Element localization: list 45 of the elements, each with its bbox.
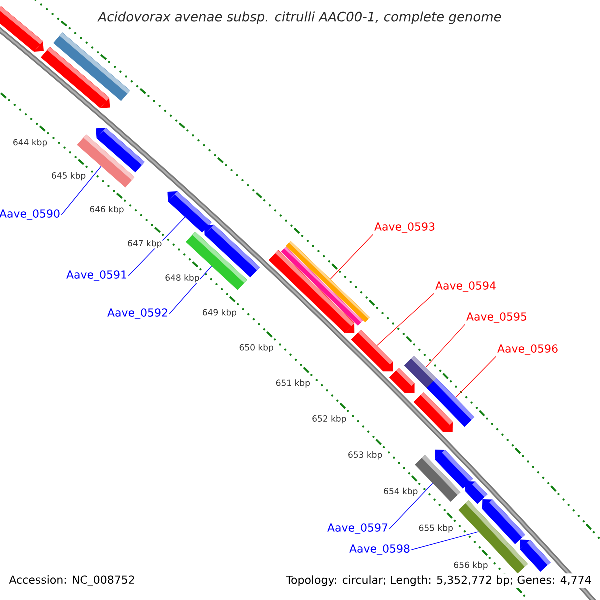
gene-block [286,241,370,323]
tick-label: 646 kbp [89,206,125,215]
title: Acidovorax avenae subsp. citrulli AAC00-1, complete genome [98,12,502,24]
gene-label: Aave_0593 [374,222,435,234]
tick-label: 655 kbp [418,524,454,534]
gene-label: Aave_0596 [498,344,558,356]
leader-line [389,483,434,530]
tick-label: 650 kbp [238,344,274,353]
footer-text: Accession: NC_008752 [9,576,134,586]
tick-label: 644 kbp [12,138,48,148]
footer-text: Topology: circular; Length: 5,352,772 bp; Genes: 4,774 [284,574,594,588]
tick-label: 649 kbp [202,308,238,318]
tick-label: 656 kbp [453,561,489,570]
gene-block [458,500,510,554]
leader-line [61,166,102,216]
leader-line [169,266,212,314]
gene-feature [0,6,44,52]
tick-label: 651 kbp [275,379,311,388]
leader-line [330,234,374,280]
tick-label: 648 kbp [164,274,200,284]
gene-label: Aave_0592 [108,308,168,320]
gene-label: Aave_0594 [436,282,496,292]
gene-block [186,232,248,290]
gene-feature [351,330,394,372]
gene-feature [414,392,453,432]
gene-block [54,32,130,102]
leader-line [377,293,435,346]
gene-feature [435,450,474,489]
gene-label: Aave_0597 [328,524,388,534]
leader-line [128,217,186,276]
gene-feature [168,191,212,233]
leader-line [456,356,497,398]
tick-label: 653 kbp [348,450,384,460]
gene-feature [465,481,488,504]
gene-label: Aave_0590 [0,210,60,220]
gene-label: Aave_0595 [466,312,527,324]
leader-line [411,532,480,550]
tick-label: 654 kbp [383,487,419,497]
gene-feature [389,368,415,394]
gene-label: Aave_0598 [350,544,410,556]
gene-label: Aave_0591 [66,270,126,282]
gene-block [498,542,528,574]
tick-label: 645 kbp [51,172,87,182]
tick-label: 652 kbp [312,414,348,424]
tick-label: 647 kbp [127,240,163,249]
